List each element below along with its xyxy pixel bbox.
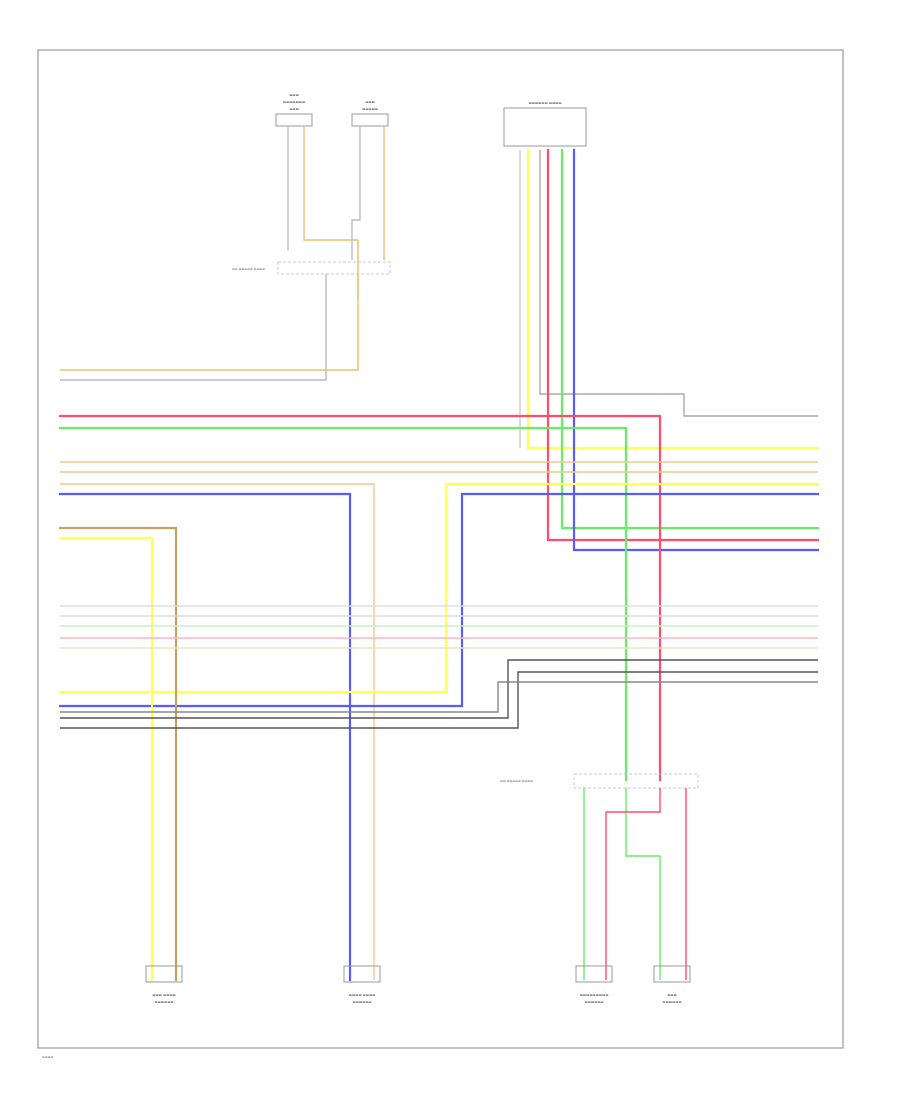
svg-text:▬▬▬▬▬▬: ▬▬▬▬▬▬ — [584, 1000, 603, 1004]
connector-left-top-label-2: ▬▬▬▬▬▬▬ — [283, 100, 305, 104]
connector-right-top-label: ▬▬▬ — [365, 100, 375, 104]
connector-top-right-label: ▬▬▬▬▬▬ ▬▬▬▬ — [528, 101, 561, 105]
svg-text:▬▬▬▬ ▬▬▬▬: ▬▬▬▬ ▬▬▬▬ — [349, 993, 376, 997]
connector-top-right — [503, 107, 587, 147]
svg-text:▬▬▬▬▬▬: ▬▬▬▬▬▬ — [662, 1000, 681, 1004]
connector-right-top — [351, 113, 389, 127]
svg-text:▬▬▬▬▬▬▬▬▬: ▬▬▬▬▬▬▬▬▬ — [580, 993, 609, 997]
junction-bottom-label: ▬▬ ▬▬▬▬▬ ▬▬▬▬ — [500, 779, 533, 783]
svg-text:▬▬▬ ▬▬▬▬: ▬▬▬ ▬▬▬▬ — [152, 993, 176, 997]
top-right-connector-group: ▬▬▬▬▬▬ ▬▬▬▬ — [503, 101, 587, 147]
junction-block-bottom — [573, 773, 699, 789]
top-left-connector-group: ▬▬▬ ▬▬▬▬▬▬▬ ▬▬▬ ▬▬▬ ▬▬▬▬▬ ▬▬ ▬▬▬▬▬ ▬▬▬▬ — [60, 93, 391, 381]
svg-text:▬▬▬: ▬▬▬ — [667, 993, 677, 997]
footer-code: ▬▬▬▬ — [42, 1055, 54, 1059]
svg-text:▬▬▬▬▬▬: ▬▬▬▬▬▬ — [154, 1000, 173, 1004]
junction-block-top — [277, 261, 391, 275]
connector-right-top-label-2: ▬▬▬▬▬ — [362, 107, 378, 111]
connector-left-top — [275, 113, 313, 127]
diagram-frame — [37, 49, 844, 1049]
connector-left-top-label-3: ▬▬▬ — [289, 107, 299, 111]
connector-left-top-label: ▬▬▬ — [289, 93, 299, 97]
speaker-right-rear: ▬▬▬▬ ▬▬▬▬ ▬▬▬▬▬▬ — [343, 965, 381, 1004]
speaker-left-tweeter: ▬▬▬ ▬▬▬▬▬▬ — [653, 965, 691, 1004]
junction-label: ▬▬ ▬▬▬▬▬ ▬▬▬▬ — [232, 267, 265, 271]
speaker-left-rear: ▬▬▬ ▬▬▬▬ ▬▬▬▬▬▬ — [145, 965, 183, 1004]
svg-text:▬▬▬▬▬▬: ▬▬▬▬▬▬ — [352, 1000, 371, 1004]
speaker-subwoofer: ▬▬▬▬▬▬▬▬▬ ▬▬▬▬▬▬ — [575, 965, 613, 1004]
